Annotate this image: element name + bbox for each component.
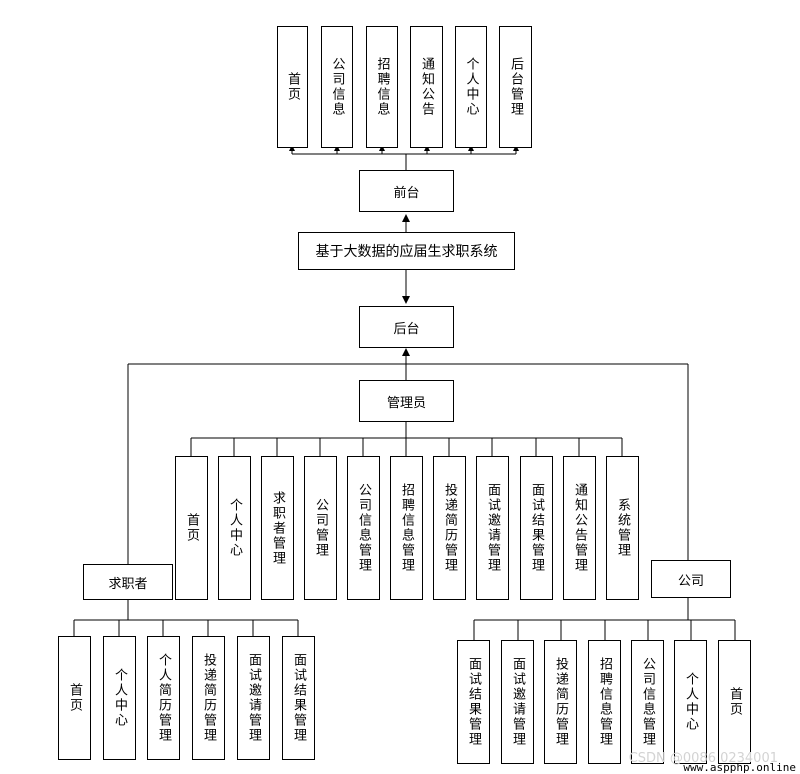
company-node: 公司 bbox=[651, 560, 731, 598]
admin-module-notice-management: 通知公告管理 bbox=[563, 456, 596, 600]
front-module-notices: 通知公告 bbox=[410, 26, 443, 148]
company-module-interview-invitation-management: 面试邀请管理 bbox=[501, 640, 534, 764]
seeker-node: 求职者 bbox=[83, 564, 173, 600]
back-node: 后台 bbox=[359, 306, 454, 348]
admin-module-home: 首页 bbox=[175, 456, 208, 600]
company-module-interview-result-management: 面试结果管理 bbox=[457, 640, 490, 764]
front-module-recruitment-info: 招聘信息 bbox=[366, 26, 398, 148]
site-watermark: www.aspphp.online bbox=[683, 761, 796, 774]
seeker-module-resume-management: 个人简历管理 bbox=[147, 636, 180, 760]
admin-module-interview-invitation-management: 面试邀请管理 bbox=[476, 456, 509, 600]
front-module-admin-entry: 后台管理 bbox=[499, 26, 532, 148]
seeker-module-home: 首页 bbox=[58, 636, 91, 760]
admin-module-seeker-management: 求职者管理 bbox=[261, 456, 294, 600]
admin-node: 管理员 bbox=[359, 380, 454, 422]
admin-module-personal-center: 个人中心 bbox=[218, 456, 251, 600]
front-module-home: 首页 bbox=[277, 26, 308, 148]
seeker-module-interview-invitation-management: 面试邀请管理 bbox=[237, 636, 270, 760]
admin-module-company-management: 公司管理 bbox=[304, 456, 337, 600]
admin-module-system-management: 系统管理 bbox=[606, 456, 639, 600]
admin-module-recruitment-info-management: 招聘信息管理 bbox=[390, 456, 423, 600]
company-module-company-info-management: 公司信息管理 bbox=[631, 640, 664, 764]
front-module-personal-center: 个人中心 bbox=[455, 26, 487, 148]
company-module-resume-delivery-management: 投递简历管理 bbox=[544, 640, 577, 764]
admin-module-company-info-management: 公司信息管理 bbox=[347, 456, 380, 600]
csdn-watermark: CSDN @0086 0234001 bbox=[628, 751, 778, 766]
front-module-company-info: 公司信息 bbox=[321, 26, 353, 148]
admin-module-resume-delivery-management: 投递简历管理 bbox=[433, 456, 466, 600]
company-module-recruitment-info-management: 招聘信息管理 bbox=[588, 640, 621, 764]
system-title-node: 基于大数据的应届生求职系统 bbox=[298, 232, 515, 270]
front-node: 前台 bbox=[359, 170, 454, 212]
admin-module-interview-result-management: 面试结果管理 bbox=[520, 456, 553, 600]
seeker-module-resume-delivery-management: 投递简历管理 bbox=[192, 636, 225, 760]
company-module-home: 首页 bbox=[718, 640, 751, 764]
seeker-module-personal-center: 个人中心 bbox=[103, 636, 136, 760]
company-module-personal-center: 个人中心 bbox=[674, 640, 707, 764]
seeker-module-interview-result-management: 面试结果管理 bbox=[282, 636, 315, 760]
